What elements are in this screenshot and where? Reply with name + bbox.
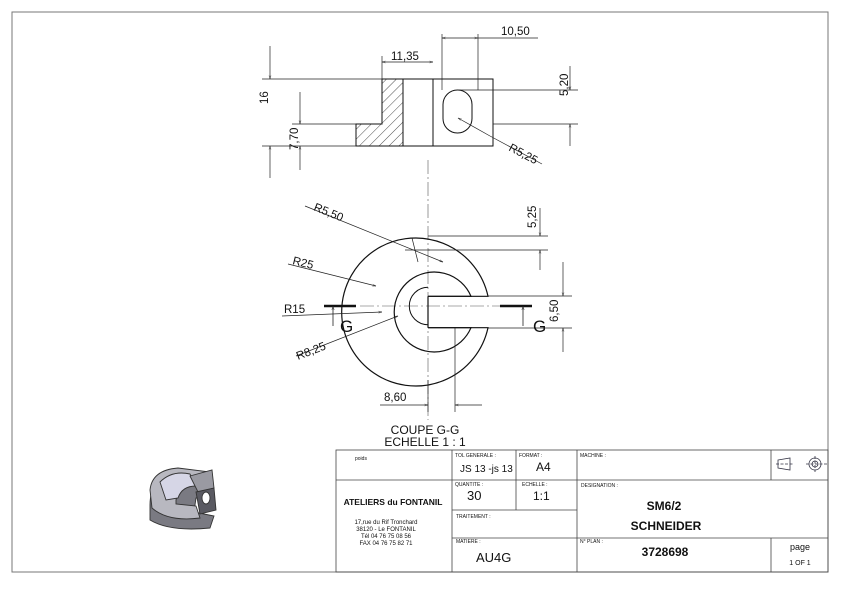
label-echelle: ECHELLE : xyxy=(522,482,548,488)
value-plan: 3728698 xyxy=(642,545,689,559)
iso-view-3d xyxy=(149,467,217,530)
company-name: ATELIERS du FONTANIL xyxy=(344,497,443,507)
c-shape-inner xyxy=(393,271,472,353)
value-tol: JS 13 -js 13 xyxy=(460,464,513,475)
label-poids: poids xyxy=(355,456,367,462)
section-title: COUPE G-G xyxy=(391,423,460,437)
label-format: FORMAT : xyxy=(519,453,542,459)
c-shape-outer xyxy=(341,237,489,387)
section-scale: ECHELLE 1 : 1 xyxy=(384,435,466,449)
value-matiere: AU4G xyxy=(476,550,511,565)
value-echelle: 1:1 xyxy=(533,489,550,503)
dim-5-25: 5,25 xyxy=(527,206,539,228)
value-format: A4 xyxy=(536,460,551,474)
dim-5-20: 5,20 xyxy=(559,74,571,96)
value-quantite: 30 xyxy=(467,488,481,503)
dim-r5-50: R5,50 xyxy=(312,202,345,225)
projection-symbol-icon xyxy=(776,456,828,472)
dim-6-50: 6,50 xyxy=(549,300,561,322)
top-view xyxy=(355,78,494,147)
section-marker-left: G xyxy=(340,317,353,336)
value-page: 1 OF 1 xyxy=(789,560,811,567)
label-plan: N° PLAN : xyxy=(580,539,603,545)
company-address-2: 38120 - Le FONTANIL xyxy=(356,527,416,533)
label-traitement: TRAITEMENT : xyxy=(456,514,491,520)
label-page: page xyxy=(790,542,810,552)
company-address-1: 17,rue du Rif Tronchard xyxy=(354,520,417,526)
dim-r5-25: R5,25 xyxy=(507,142,540,167)
bottom-view xyxy=(341,237,489,387)
label-tol: TOL GENERALE : xyxy=(455,453,496,459)
dim-r8-25: R8,25 xyxy=(295,341,328,363)
sheet-border xyxy=(11,11,829,573)
label-matiere: MATIERE : xyxy=(456,539,481,545)
company-tel: Tél 04 76 75 08 56 xyxy=(361,534,412,540)
dim-10-50: 10,50 xyxy=(501,26,530,38)
dim-11-35: 11,35 xyxy=(391,51,419,63)
dim-r15: R15 xyxy=(284,304,305,316)
title-block xyxy=(335,449,829,573)
dim-16: 16 xyxy=(259,91,271,104)
value-designation-2: SCHNEIDER xyxy=(631,519,702,533)
value-designation-1: SM6/2 xyxy=(647,499,682,513)
label-machine: MACHINE : xyxy=(580,453,606,459)
dim-8-60: 8,60 xyxy=(384,392,406,404)
label-quantite: QUANTITE : xyxy=(455,482,483,488)
label-designation: DESIGNATION : xyxy=(581,483,618,489)
section-marker-right: G xyxy=(533,317,546,336)
top-view-slot xyxy=(442,89,473,134)
dim-7-70: 7,70 xyxy=(289,128,301,150)
company-fax: FAX 04 76 75 82 71 xyxy=(359,541,413,547)
dim-r25: R25 xyxy=(291,255,314,272)
